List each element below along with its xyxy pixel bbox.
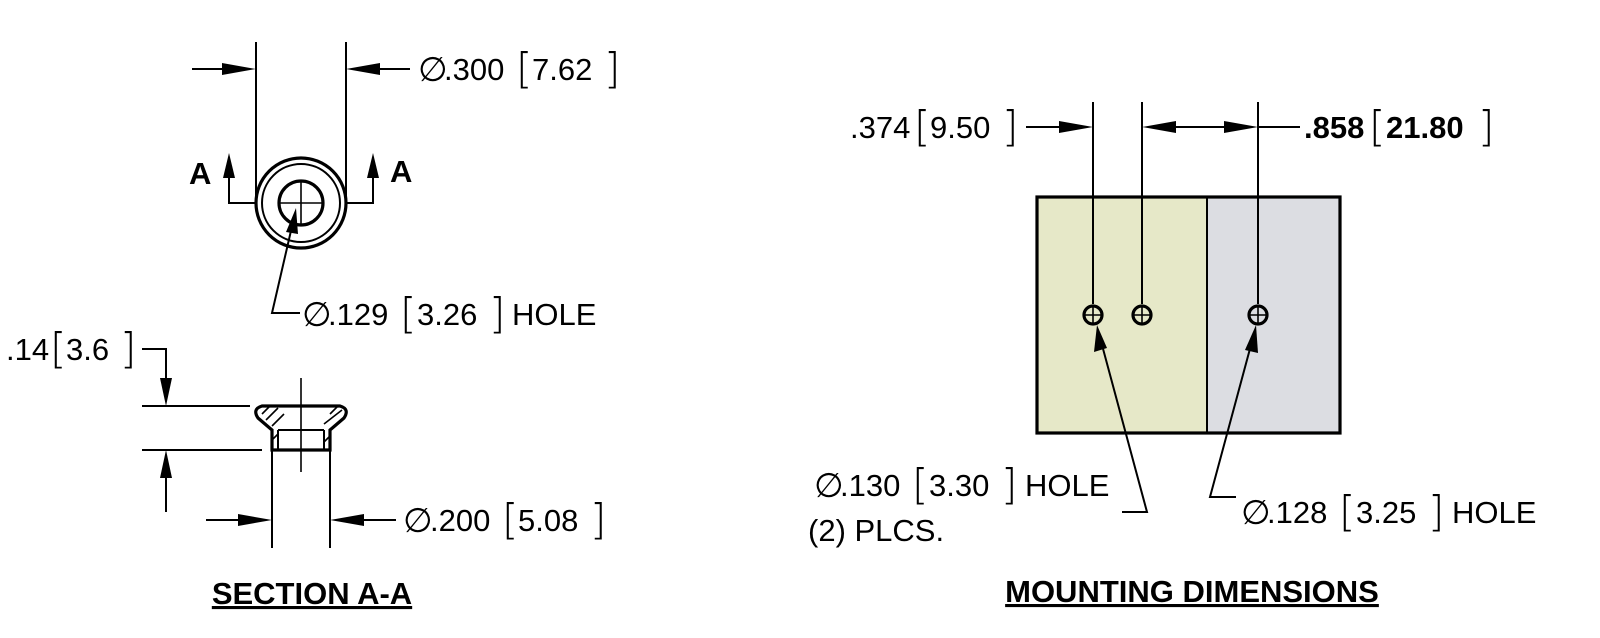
svg-text:7.62: 7.62 bbox=[532, 52, 592, 87]
section-title: SECTION A-A bbox=[212, 576, 412, 611]
spacing-a-label: .374 [ 9.50 ] bbox=[850, 102, 1018, 151]
mounting-view bbox=[1026, 102, 1342, 513]
svg-text:]: ] bbox=[590, 495, 606, 544]
svg-text:[: [ bbox=[914, 102, 930, 151]
svg-text:HOLE: HOLE bbox=[1452, 495, 1536, 530]
hole-b-label: ∅ .128 [ 3.25 ] HOLE bbox=[1241, 487, 1536, 536]
svg-text:HOLE: HOLE bbox=[512, 297, 596, 332]
outer-diameter-label: ∅ .300 [ 7.62 ] bbox=[418, 44, 620, 93]
spacing-b-label: .858 [ 21.80 ] bbox=[1304, 102, 1494, 151]
svg-text:[: [ bbox=[400, 289, 416, 338]
svg-text:3.30: 3.30 bbox=[929, 468, 989, 503]
top-view bbox=[192, 42, 410, 314]
svg-text:[: [ bbox=[1339, 487, 1355, 536]
svg-text:.130: .130 bbox=[840, 468, 900, 503]
svg-text:[: [ bbox=[1369, 102, 1385, 151]
svg-text:.129: .129 bbox=[328, 297, 388, 332]
hole-diameter-label: ∅ .129 [ 3.26 ] HOLE bbox=[302, 289, 596, 338]
svg-text:∅: ∅ bbox=[302, 295, 332, 335]
thickness-label: .14 [ 3.6 ] bbox=[6, 324, 136, 373]
svg-text:]: ] bbox=[1428, 487, 1444, 536]
svg-text:21.80: 21.80 bbox=[1386, 110, 1464, 145]
svg-text:(2) PLCS.: (2) PLCS. bbox=[808, 513, 944, 548]
svg-text:]: ] bbox=[1478, 102, 1494, 151]
svg-text:]: ] bbox=[604, 44, 620, 93]
section-marker-right: A bbox=[390, 154, 412, 189]
svg-text:3.25: 3.25 bbox=[1356, 495, 1416, 530]
svg-text:3.6: 3.6 bbox=[66, 332, 109, 367]
svg-text:.200: .200 bbox=[430, 503, 490, 538]
svg-text:∅: ∅ bbox=[1241, 493, 1271, 533]
svg-text:[: [ bbox=[502, 495, 518, 544]
mounting-panel-right bbox=[1207, 197, 1340, 433]
section-view bbox=[142, 348, 396, 548]
boss-diameter-label: ∅ .200 [ 5.08 ] bbox=[403, 495, 606, 544]
svg-text:.300: .300 bbox=[444, 52, 504, 87]
svg-text:3.26: 3.26 bbox=[417, 297, 477, 332]
svg-text:[: [ bbox=[50, 324, 66, 373]
svg-text:[: [ bbox=[516, 44, 532, 93]
mounting-title: MOUNTING DIMENSIONS bbox=[1005, 574, 1379, 609]
mounting-panel-left bbox=[1037, 197, 1207, 433]
svg-text:]: ] bbox=[1002, 102, 1018, 151]
section-marker-left: A bbox=[189, 156, 211, 191]
svg-text:.14: .14 bbox=[6, 332, 49, 367]
svg-text:5.08: 5.08 bbox=[518, 503, 578, 538]
svg-text:.128: .128 bbox=[1267, 495, 1327, 530]
svg-text:[: [ bbox=[912, 460, 928, 509]
hole-a-label: ∅ .130 [ 3.30 ] HOLE (2) PLCS. bbox=[808, 460, 1109, 548]
svg-text:∅: ∅ bbox=[814, 466, 844, 506]
svg-text:]: ] bbox=[120, 324, 136, 373]
svg-text:∅: ∅ bbox=[403, 501, 433, 541]
svg-text:]: ] bbox=[1001, 460, 1017, 509]
svg-text:∅: ∅ bbox=[418, 50, 448, 90]
svg-text:.858: .858 bbox=[1304, 110, 1364, 145]
svg-text:.374: .374 bbox=[850, 110, 910, 145]
svg-text:HOLE: HOLE bbox=[1025, 468, 1109, 503]
svg-text:9.50: 9.50 bbox=[930, 110, 990, 145]
svg-text:]: ] bbox=[489, 289, 505, 338]
